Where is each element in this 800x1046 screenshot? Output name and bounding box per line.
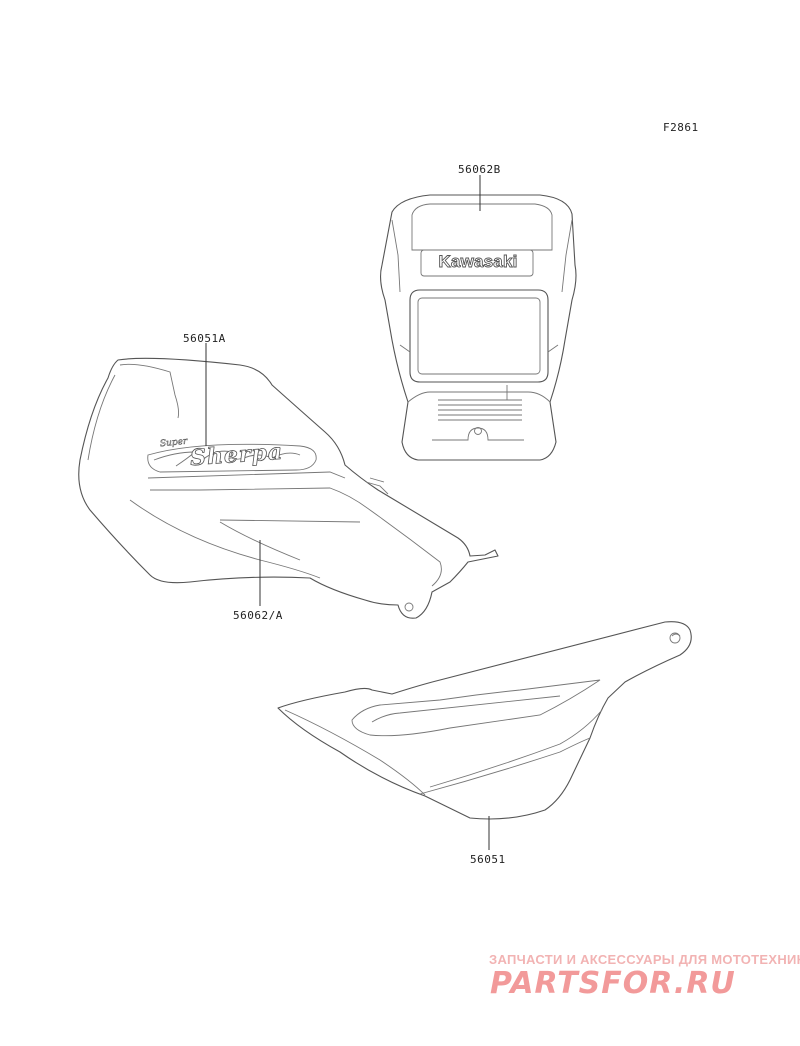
cowl-vent-grille [438,385,522,421]
side-cover [277,621,692,820]
sherpa-decal-outline [147,443,317,473]
kawasaki-decal-text: Kawasaki [438,252,518,272]
part-label-56051: 56051 [470,853,506,866]
watermark-tagline: ЗАПЧАСТИ И АКСЕССУАРЫ ДЛЯ МОТОТЕХНИКИ [489,952,800,967]
watermark-site-logo: PARTSFOR.RU [490,966,736,1001]
part-label-56051a: 56051A [183,332,226,345]
part-label-56062b: 56062B [458,163,501,176]
headlight-cowl [379,194,577,461]
part-label-56062a: 56062/A [233,609,283,622]
leader-lines [205,175,490,850]
fuel-tank-shroud [78,357,499,619]
figure-code: F2861 [663,121,699,134]
